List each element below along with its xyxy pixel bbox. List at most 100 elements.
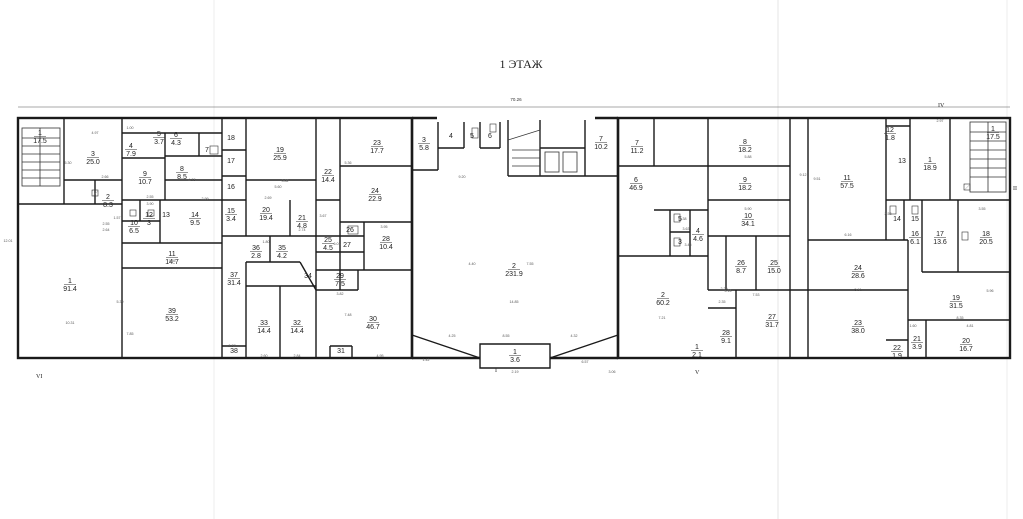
dimension-value: 3.90	[147, 202, 154, 206]
room-number: 7	[205, 147, 209, 154]
axis-label: IV	[938, 103, 945, 109]
room-area: 18.9	[923, 165, 937, 172]
room-label: 297.5	[334, 273, 346, 288]
dimension-value: 7.21	[659, 316, 666, 320]
room-area: 17.5	[33, 138, 47, 145]
room-label: 149.5	[189, 212, 201, 227]
room-number: 1	[68, 278, 72, 285]
room-number: 7	[599, 136, 603, 143]
dimension-value: 3.63	[683, 227, 690, 231]
dimension-value: 9.51	[814, 177, 821, 181]
room-label: 106.5	[128, 220, 140, 235]
room-number: 8	[180, 166, 184, 173]
room-area: 46.7	[366, 324, 380, 331]
room-number: 1	[695, 344, 699, 351]
staircase-left	[21, 127, 61, 187]
axis-label: I	[495, 368, 497, 374]
dimension-value: 2.35	[719, 300, 726, 304]
dimension-value: 5.91	[855, 288, 862, 292]
room-number: 10	[130, 220, 138, 227]
overall-dimension: 70.26	[510, 97, 522, 102]
room-number: 3	[91, 151, 95, 158]
room-label: 213.9	[911, 336, 923, 351]
room-number: 31	[337, 348, 345, 355]
room-area: 46.9	[629, 185, 643, 192]
dimension-value: 2.69	[265, 196, 272, 200]
room-area: 13.6	[933, 239, 947, 246]
dimension-value: 5.16	[725, 289, 732, 293]
room-area: 31.5	[949, 303, 963, 310]
room-number: 22	[893, 345, 901, 352]
room-label: 191.4	[63, 278, 77, 293]
dimension-value: 8.35	[957, 316, 964, 320]
room-number: 23	[373, 140, 381, 147]
dimension-value: 5.36	[345, 161, 352, 165]
room-number: 36	[252, 245, 260, 252]
room-number: 25	[324, 237, 332, 244]
room-label: 47.9	[125, 143, 137, 158]
room-number: 6	[174, 132, 178, 139]
dimension-value: 10.31	[66, 321, 75, 325]
dimension-value: 5.88	[745, 155, 752, 159]
room-area: 25.0	[86, 159, 100, 166]
room-area: 60.2	[656, 300, 670, 307]
dimension-value: 5.30	[65, 161, 72, 165]
room-label: 117.5	[986, 126, 1000, 141]
room-area: 22.9	[368, 196, 382, 203]
dimension-value: 3.95	[381, 225, 388, 229]
room-number: 38	[230, 348, 238, 355]
room-area: 38.0	[851, 328, 865, 335]
room-label: 17	[227, 158, 235, 165]
room-number: 37	[230, 272, 238, 279]
room-label: 4	[449, 133, 453, 140]
room-area: 4.3	[171, 140, 181, 147]
room-label: 121.8	[884, 127, 896, 142]
room-number: 22	[324, 169, 332, 176]
room-area: 7.9	[126, 151, 136, 158]
dimension-labels: 4.975.301.002.662.552.641.573.904.282.99…	[4, 119, 994, 374]
room-label: 818.2	[738, 139, 752, 154]
room-label: 354.2	[276, 245, 288, 260]
room-label: 268.7	[735, 260, 747, 275]
room-number: 26	[737, 260, 745, 267]
room-label: 325.0	[86, 151, 100, 166]
dimension-value: 5.96	[987, 289, 994, 293]
dimension-value: 5.90	[745, 207, 752, 211]
room-label: 34	[304, 273, 312, 280]
dimension-value: 7.85	[127, 332, 134, 336]
room-area: 91.4	[63, 286, 77, 293]
dimension-value: 2.58	[885, 212, 892, 216]
room-label: 153.4	[225, 208, 237, 223]
room-label: 6	[488, 133, 492, 140]
room-number: 11	[168, 251, 175, 258]
room-number: 1	[928, 157, 932, 164]
room-area: 8.7	[736, 268, 746, 275]
dimension-value: 2.29	[721, 287, 728, 291]
dimension-value: 4.95	[377, 354, 384, 358]
room-number: 3	[422, 137, 426, 144]
room-area: 2.1	[692, 352, 702, 359]
room-area: 14.4	[321, 177, 335, 184]
room-label: 88.5	[176, 166, 188, 181]
room-number: 23	[854, 320, 862, 327]
room-area: 1.9	[892, 353, 902, 360]
room-number: 17	[936, 231, 944, 238]
room-number: 14	[893, 216, 901, 223]
room-label: 38	[230, 348, 238, 355]
dimension-value: 8.55	[503, 334, 510, 338]
room-number: 29	[336, 273, 344, 280]
room-area: 10.2	[594, 144, 608, 151]
room-area: 20.5	[979, 239, 993, 246]
dimension-value: 2.84	[294, 354, 301, 358]
room-number: 8	[743, 139, 747, 146]
room-label: 27	[343, 242, 351, 249]
room-label: 35.8	[418, 137, 430, 152]
room-area: 11.2	[630, 148, 643, 155]
room-area: 34.1	[741, 221, 755, 228]
room-area: 8.5	[177, 174, 187, 181]
room-area: 7.5	[335, 281, 345, 288]
